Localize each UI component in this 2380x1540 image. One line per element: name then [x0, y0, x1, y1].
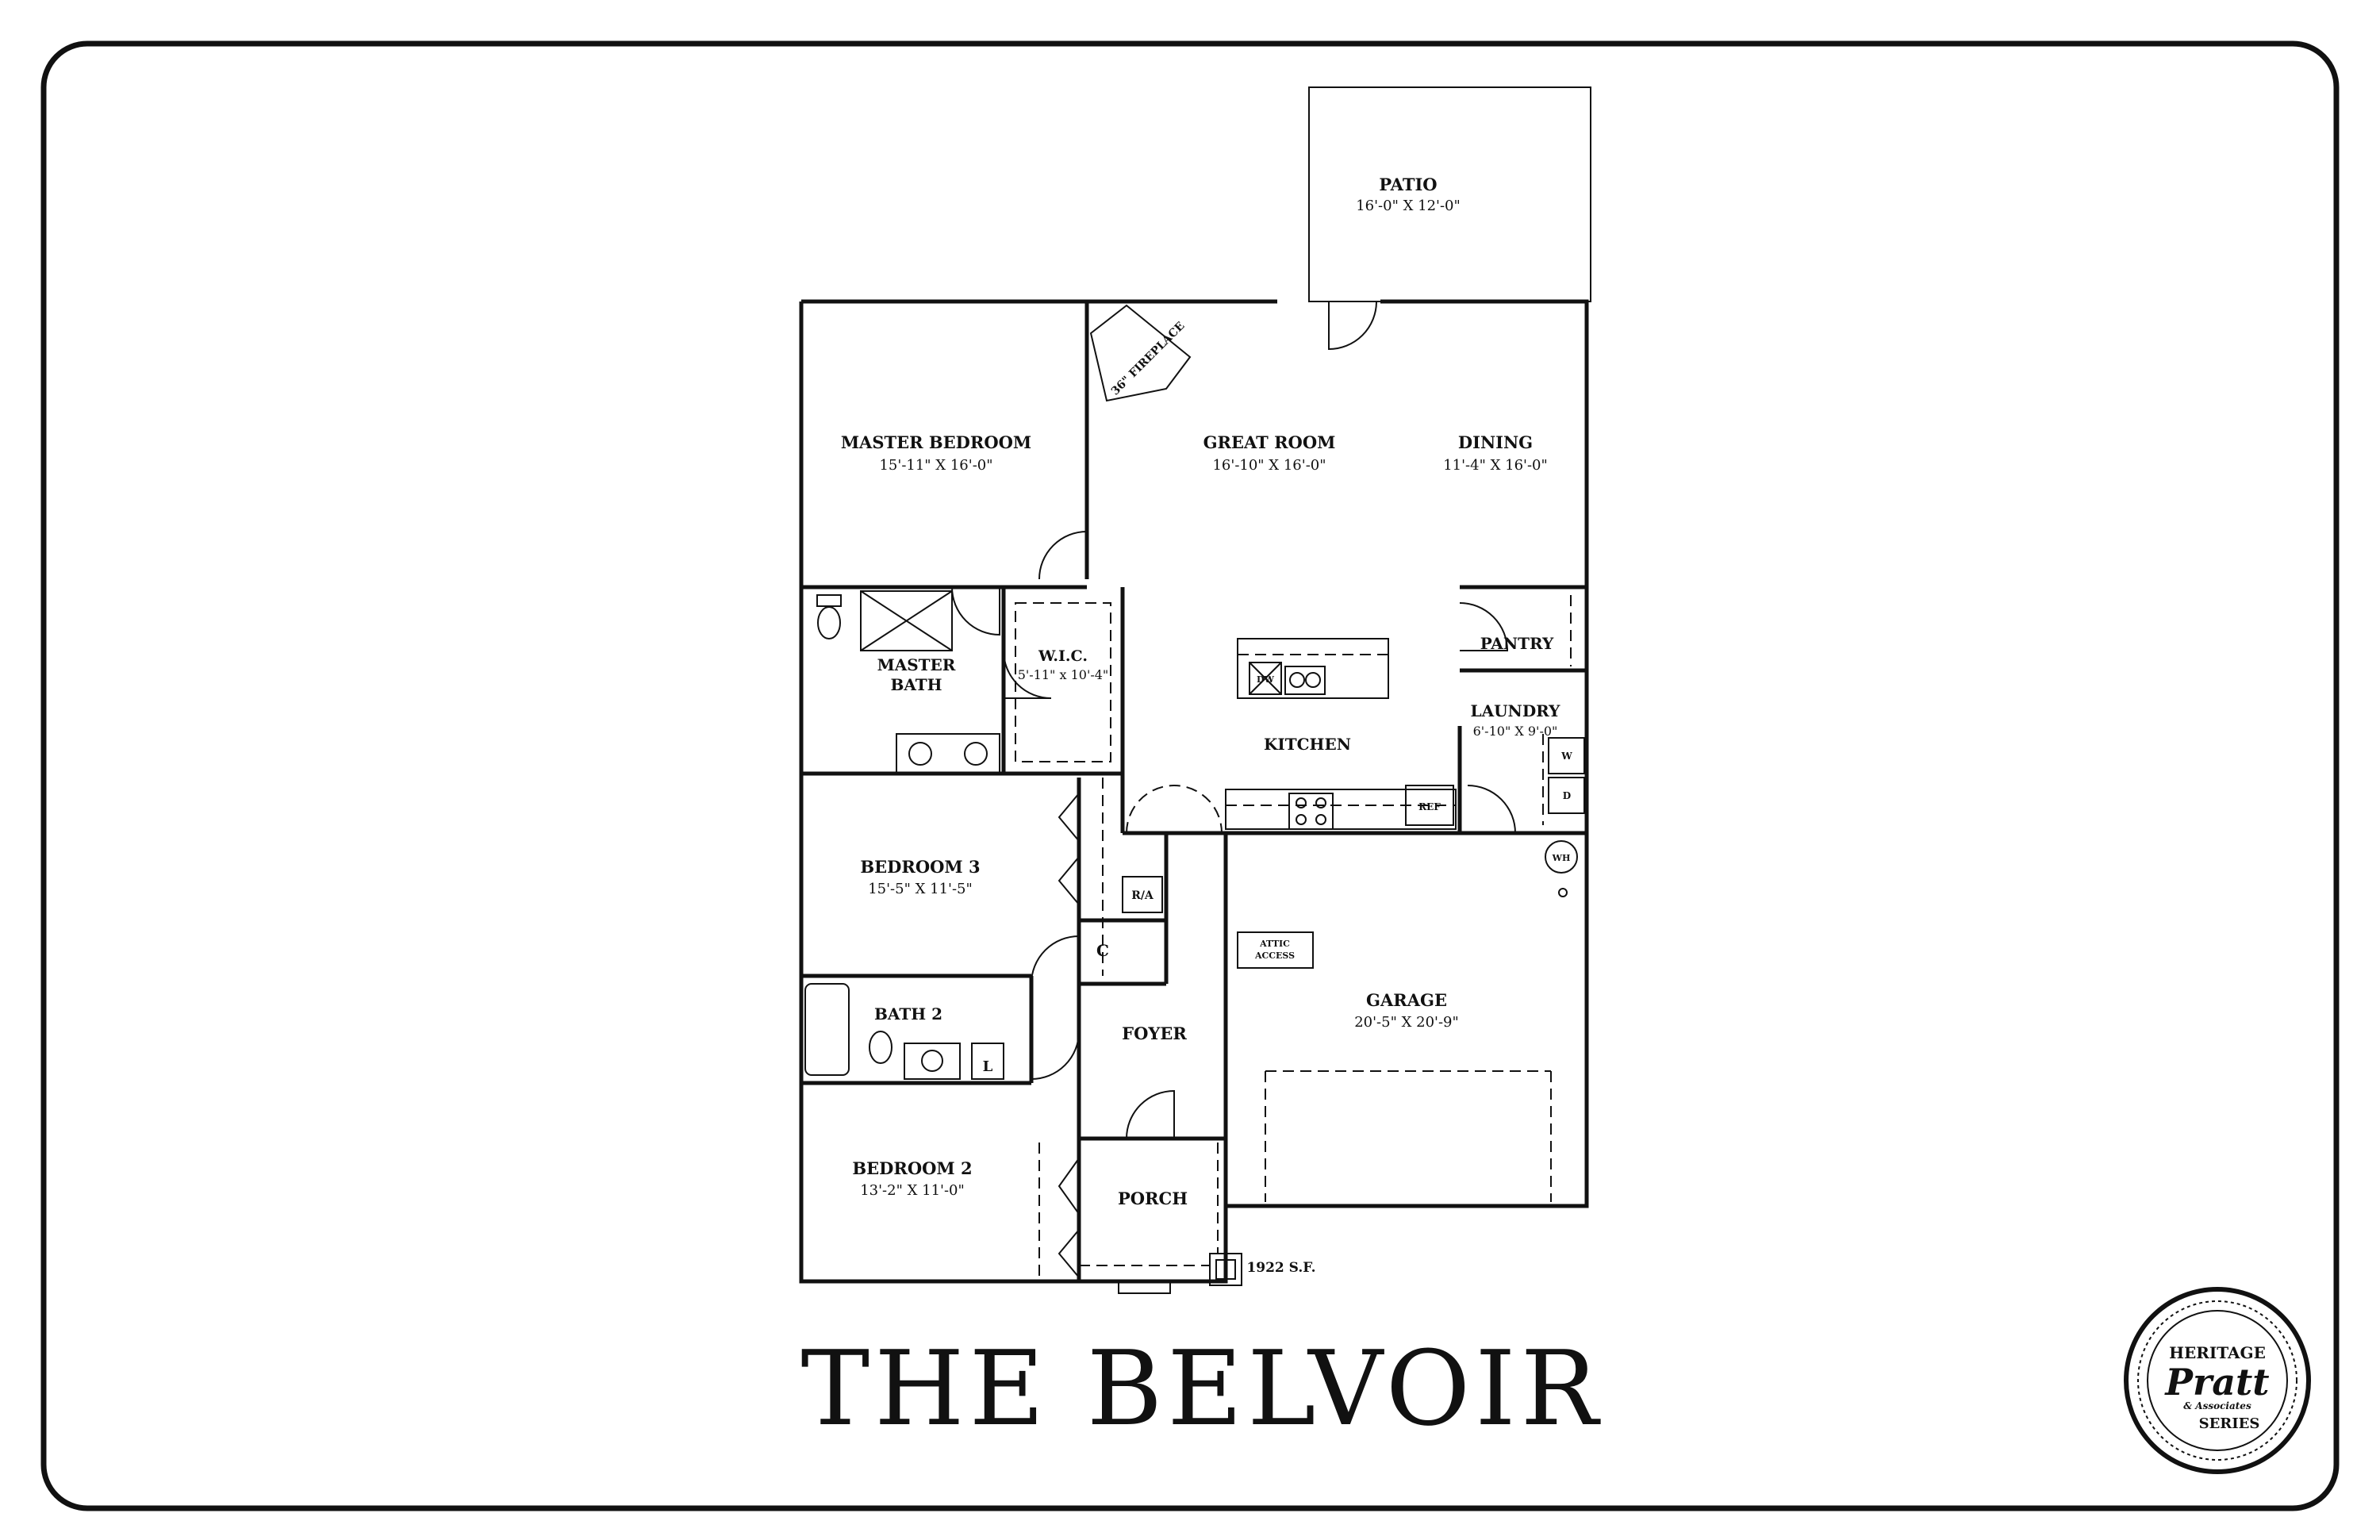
ra-box: [1122, 876, 1163, 913]
dining-label: DINING: [1458, 432, 1533, 452]
master-bedroom-label: MASTER BEDROOM: [841, 432, 1031, 452]
kitchen-island: [1237, 638, 1454, 830]
garage-label: GARAGE: [1366, 990, 1447, 1010]
sheet-border: [40, 40, 2340, 1511]
garage-size: 20'-5" X 20'-9": [1354, 1014, 1459, 1031]
foyer-label: FOYER: [1122, 1023, 1187, 1043]
master-bath-fixtures: [816, 590, 1000, 774]
laundry-size: 6'-10" X 9'-0": [1473, 724, 1558, 739]
closet-doors: [1038, 778, 1104, 1281]
porch-details: [1079, 1143, 1242, 1294]
laundry-appliances: [1542, 734, 1585, 825]
washer-label: W: [1560, 751, 1572, 762]
hose-bib-symbol: [1558, 888, 1568, 897]
seal-brand-text: Pratt: [2163, 1361, 2269, 1404]
interior-walls: [801, 301, 1587, 1281]
bedroom3-size: 15'-5" X 11'-5": [868, 881, 973, 897]
wic-size: 5'-11" x 10'-4": [1018, 667, 1109, 682]
fireplace-label: 36" FIREPLACE: [1109, 320, 1188, 398]
linen-label: L: [983, 1058, 993, 1075]
seal-top-text: HERITAGE: [2169, 1343, 2266, 1362]
ref-label: REF: [1418, 801, 1441, 812]
bedroom2-size: 13'-2" X 11'-0": [860, 1182, 965, 1199]
bedroom3-label: BEDROOM 3: [860, 857, 980, 877]
seal-sub-text: & Associates: [2183, 1400, 2251, 1411]
bath2-label: BATH 2: [874, 1004, 942, 1023]
wic-label: W.I.C.: [1038, 647, 1088, 665]
dryer-label: D: [1563, 790, 1571, 801]
plan-title: THE BELVOIR: [800, 1328, 1603, 1449]
fireplace-symbol: [1089, 304, 1192, 402]
pratt-seal: HERITAGE Pratt & Associates SERIES: [2124, 1287, 2311, 1474]
patio-label: PATIO: [1379, 175, 1437, 194]
attic-label-2: ACCESS: [1254, 950, 1295, 961]
attic-label-1: ATTIC: [1259, 939, 1290, 949]
master-bath-label-2: BATH: [890, 675, 942, 694]
master-bedroom-size: 15'-11" X 16'-0": [879, 457, 992, 474]
water-heater-symbol: [1545, 840, 1578, 874]
bath2-fixtures: [804, 983, 1004, 1080]
dishwasher-label: DW: [1257, 674, 1275, 685]
great-room-size: 16'-10" X 16'-0": [1212, 457, 1326, 474]
great-room-label: GREAT ROOM: [1203, 432, 1336, 452]
exterior-walls: [799, 299, 1589, 1284]
wic-shelving: [1015, 602, 1111, 762]
master-bath-label-1: MASTER: [877, 655, 956, 674]
laundry-label: LAUNDRY: [1471, 701, 1561, 720]
square-footage: 1922 S.F.: [1246, 1260, 1315, 1276]
dining-size: 11'-4" X 16'-0": [1443, 457, 1548, 474]
bedroom2-label: BEDROOM 2: [852, 1158, 972, 1178]
patio-outline: [1308, 86, 1591, 302]
attic-access-box: [1237, 931, 1314, 969]
pantry-label: PANTRY: [1480, 634, 1554, 653]
seal-bottom-text: SERIES: [2199, 1415, 2260, 1432]
ra-label: R/A: [1131, 889, 1154, 902]
kitchen-label: KITCHEN: [1264, 735, 1351, 754]
garage-door: [1265, 1070, 1552, 1202]
water-heater-label: WH: [1552, 853, 1571, 863]
porch-label: PORCH: [1118, 1189, 1188, 1208]
door-swings: [951, 301, 1517, 1139]
closet-label: C: [1096, 941, 1109, 960]
patio-size: 16'-0" X 12'-0": [1356, 198, 1461, 214]
